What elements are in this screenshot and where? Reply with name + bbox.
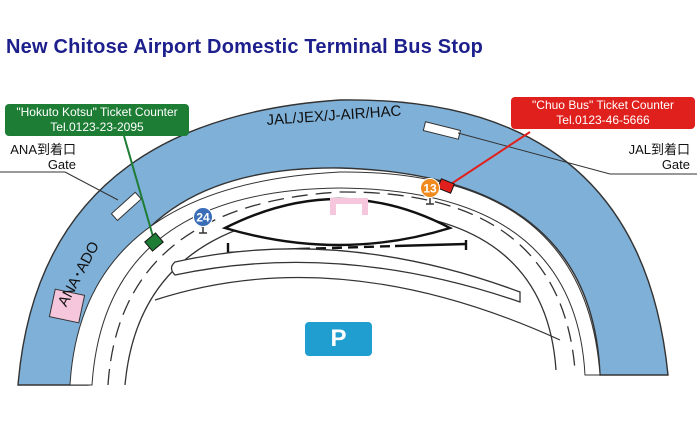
pink-area-ana — [48, 288, 86, 324]
pink-marker — [330, 198, 368, 215]
lower-island — [170, 248, 521, 303]
central-island — [221, 197, 454, 247]
ana-gate-leader-2 — [64, 171, 119, 201]
page-title: New Chitose Airport Domestic Terminal Bu… — [6, 36, 484, 58]
chuo-counter-name: "Chuo Bus" Ticket Counter — [532, 98, 674, 112]
bus-stop-13-number: 13 — [423, 182, 437, 196]
parking-sign: P — [305, 322, 372, 356]
chuo-counter-tel[interactable]: Tel.0123-46-5666 — [556, 113, 650, 127]
jal-gate-leader — [457, 132, 611, 175]
hokuto-counter-name: "Hokuto Kotsu" Ticket Counter — [16, 105, 178, 119]
bus-stop-24-badge — [193, 207, 213, 227]
jal-arrival-gate-label: JAL到着口 Gate — [600, 142, 690, 172]
hokuto-kotsu-counter-callout: "Hokuto Kotsu" Ticket Counter Tel.0123-2… — [5, 104, 189, 136]
hokuto-counter-marker — [144, 232, 164, 252]
road-dashed-outer — [107, 191, 576, 386]
bus-stop-13-badge — [420, 178, 440, 198]
jal-gate-door — [422, 121, 462, 140]
bus-stop-13[interactable]: 13 — [420, 178, 440, 205]
jal-gate-line1: JAL到着口 — [628, 142, 690, 157]
lower-road-edge — [154, 276, 561, 341]
bus-stop-24[interactable]: 24 — [193, 207, 213, 234]
chuo-bus-counter-callout: "Chuo Bus" Ticket Counter Tel.0123-46-56… — [511, 97, 695, 129]
ana-gate-line2: Gate — [47, 157, 76, 172]
ana-gate-door — [110, 191, 142, 222]
hokuto-counter-tel[interactable]: Tel.0123-23-2095 — [50, 120, 144, 134]
chuo-counter-marker — [436, 178, 456, 194]
ana-arrival-gate-label: ANA到着口 Gate — [0, 142, 76, 172]
chuo-leader — [447, 131, 531, 187]
bus-stop-24-number: 24 — [196, 211, 210, 225]
bridge-right — [394, 242, 467, 248]
ana-gate-line1: ANA到着口 — [10, 142, 76, 157]
hokuto-leader — [123, 135, 155, 241]
jal-gate-line2: Gate — [661, 157, 690, 172]
terminal-building — [17, 99, 669, 386]
